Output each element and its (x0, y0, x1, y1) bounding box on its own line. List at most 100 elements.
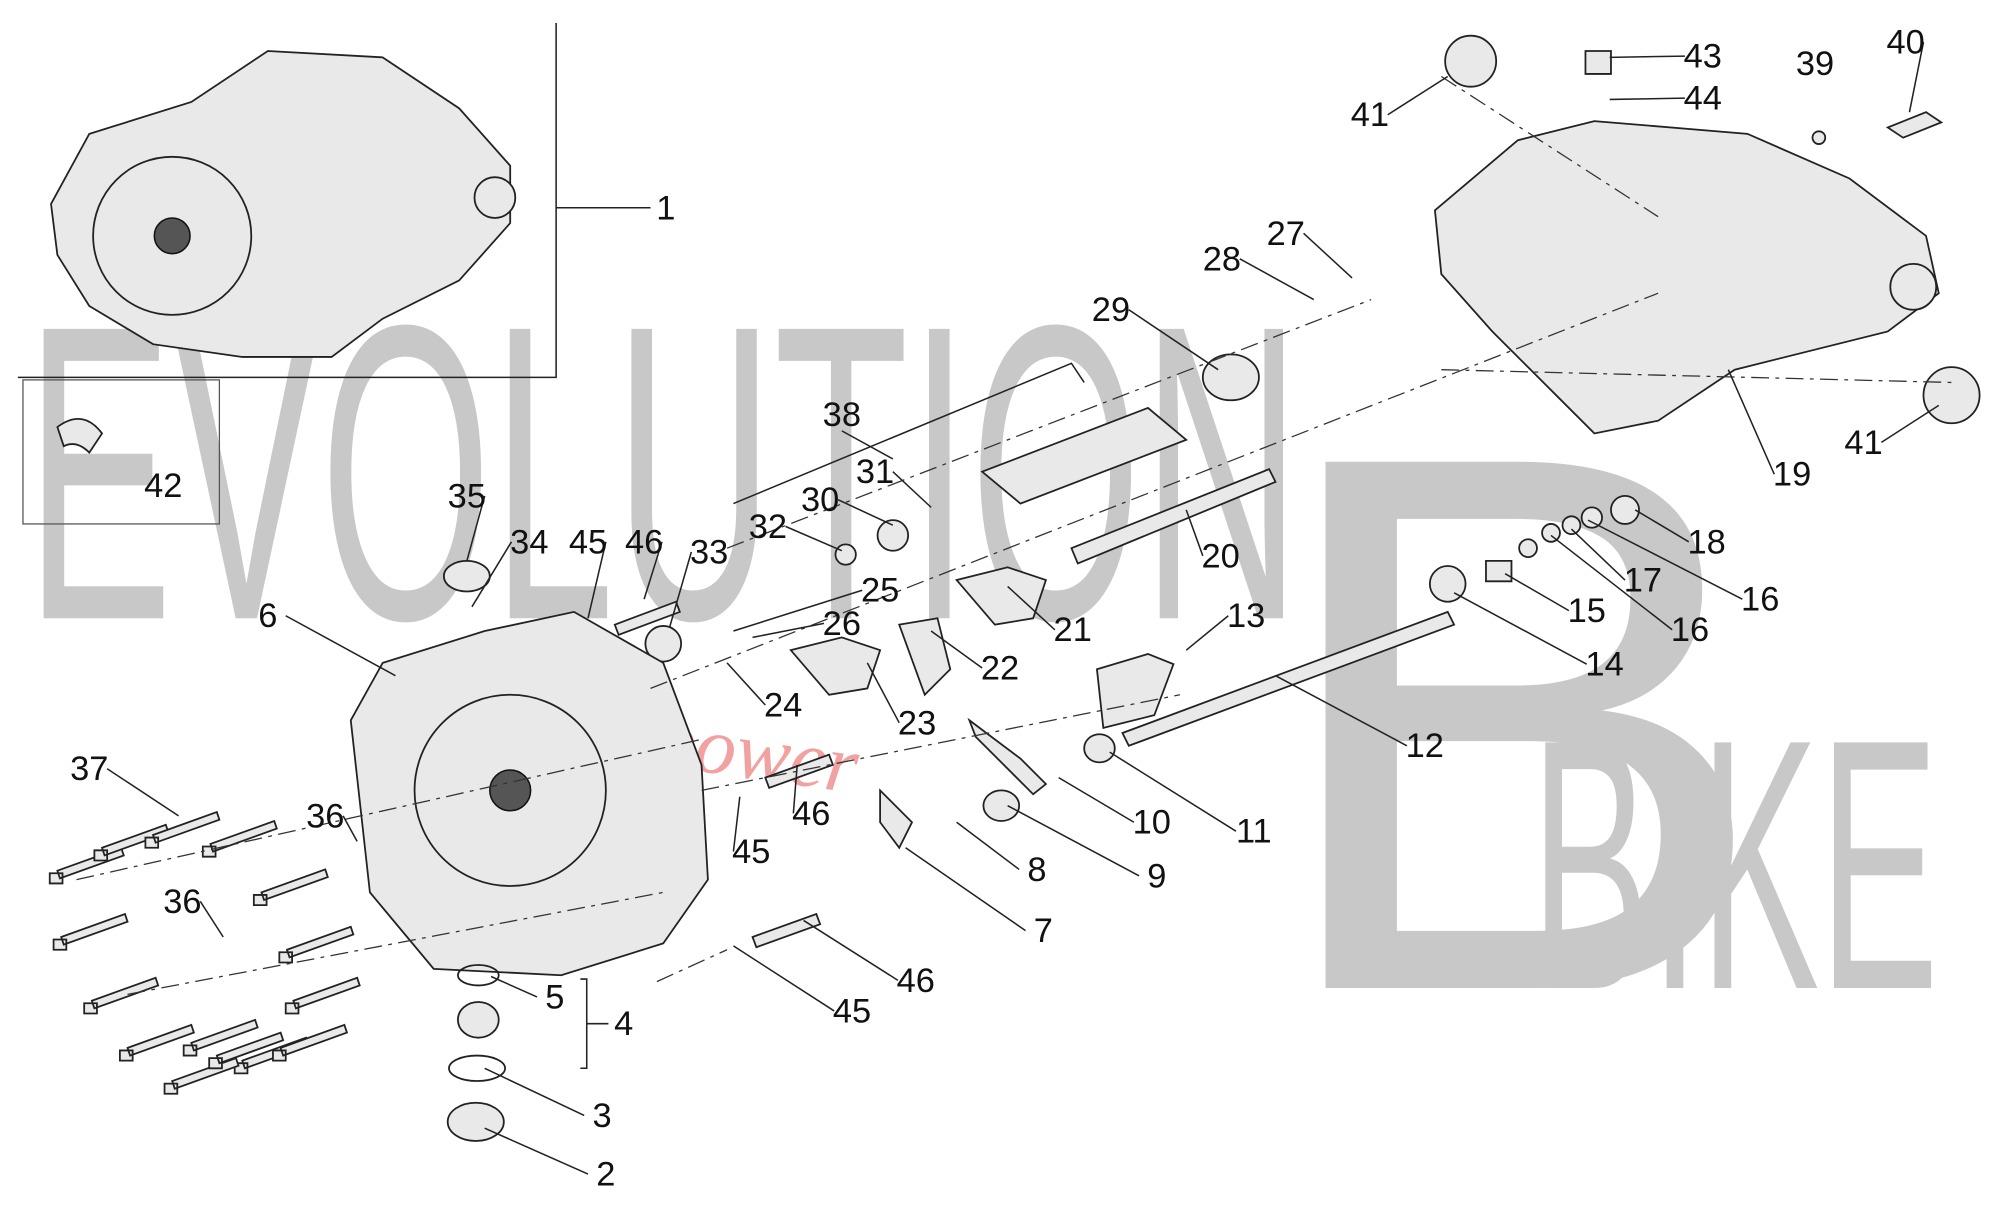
bolt (144, 810, 221, 849)
callout-46: 46 (625, 523, 663, 561)
callout-13: 13 (1227, 597, 1265, 635)
bolts (48, 810, 361, 1095)
leader-line (643, 541, 663, 600)
callout-10: 10 (1133, 804, 1171, 842)
callout-4: 4 (614, 1005, 633, 1043)
callout-41: 41 (1351, 96, 1389, 134)
bolt (201, 819, 278, 858)
callout-20: 20 (1202, 537, 1240, 575)
callout-3: 3 (592, 1097, 611, 1135)
callout-46: 46 (792, 795, 830, 833)
callout-40: 40 (1886, 24, 1924, 62)
assembly-lines (76, 75, 1952, 995)
leader-line (1303, 232, 1353, 279)
leader-line (1185, 509, 1204, 557)
leader-line (106, 768, 179, 817)
callout-8: 8 (1027, 851, 1046, 889)
callout-5: 5 (545, 978, 564, 1016)
leader-line (490, 975, 538, 998)
internal-parts (442, 353, 1640, 949)
leader-line (484, 1067, 585, 1117)
callout-45: 45 (833, 992, 871, 1030)
callout-36: 36 (306, 797, 344, 835)
rear-housing (1434, 34, 1981, 435)
leader-line (732, 796, 741, 852)
leader-line (1504, 573, 1570, 612)
callout-27: 27 (1267, 215, 1305, 253)
callout-15: 15 (1568, 592, 1606, 630)
bolt (252, 868, 329, 907)
callout-45: 45 (732, 833, 770, 871)
callout-35: 35 (448, 477, 486, 515)
callout-1: 1 (656, 189, 675, 227)
leader-line (1880, 404, 1940, 444)
leader-line (905, 847, 1026, 932)
callout-17: 17 (1624, 562, 1662, 600)
leader-line (1109, 751, 1237, 832)
complete-gearbox-assembly (17, 22, 651, 379)
bracket-line (733, 362, 1085, 505)
leader-line (930, 630, 983, 669)
callout-41: 41 (1844, 424, 1882, 462)
leader-line (956, 821, 1020, 871)
callout-29: 29 (1092, 291, 1130, 329)
callout-18: 18 (1687, 523, 1725, 561)
leader-line (1007, 585, 1056, 631)
bolt (119, 1023, 196, 1062)
leader-line (1058, 776, 1135, 823)
leader-line (587, 541, 607, 619)
callout-34: 34 (510, 523, 548, 561)
callout-6: 6 (258, 597, 277, 635)
leader-line (837, 499, 894, 526)
leader-line (1387, 75, 1449, 116)
leader-line (1275, 674, 1408, 747)
callout-2: 2 (596, 1156, 615, 1194)
bolt (272, 1023, 349, 1062)
leader-line (1587, 519, 1743, 600)
leader-line (733, 945, 835, 1012)
leader-line (1908, 41, 1925, 113)
leader-line (1609, 55, 1685, 59)
leader-line (342, 815, 358, 842)
leader-line (733, 589, 863, 632)
callout-11: 11 (1236, 813, 1272, 851)
callout-46: 46 (897, 962, 935, 1000)
leader-line (1550, 534, 1673, 631)
leader-line (1570, 528, 1626, 581)
callout-labels: 1424143443940411918161716151427282938313… (70, 24, 1925, 1194)
leader-line (1239, 258, 1315, 301)
callout-24: 24 (764, 686, 802, 724)
leader-line (668, 551, 693, 628)
callout-44: 44 (1684, 80, 1722, 118)
leader-line (1634, 509, 1690, 543)
leader-line (1007, 805, 1140, 877)
leader-line (866, 662, 900, 724)
leader-line (1453, 592, 1588, 665)
callout-9: 9 (1147, 857, 1166, 895)
leader-line (792, 764, 798, 814)
leader-line (752, 622, 825, 639)
bolt (52, 912, 129, 951)
callout-23: 23 (898, 704, 936, 742)
callout-39: 39 (1796, 45, 1834, 83)
callout-12: 12 (1406, 727, 1444, 765)
bracket-line (580, 978, 588, 1070)
watermark-big-b: B (1263, 296, 1773, 1151)
callout-16: 16 (1741, 581, 1779, 619)
callout-28: 28 (1203, 240, 1241, 278)
callout-33: 33 (690, 533, 728, 571)
leader-line (785, 525, 843, 552)
leader-line (1128, 309, 1219, 371)
leader-line (285, 615, 396, 677)
leader-line (466, 495, 486, 562)
bolt (163, 1056, 240, 1095)
callout-21: 21 (1054, 611, 1092, 649)
bolt (208, 1031, 285, 1070)
callout-25: 25 (861, 572, 899, 610)
leader-line (803, 919, 899, 981)
callout-43: 43 (1684, 38, 1722, 76)
callout-31: 31 (856, 453, 894, 491)
callout-14: 14 (1585, 646, 1623, 684)
callout-37: 37 (70, 750, 108, 788)
